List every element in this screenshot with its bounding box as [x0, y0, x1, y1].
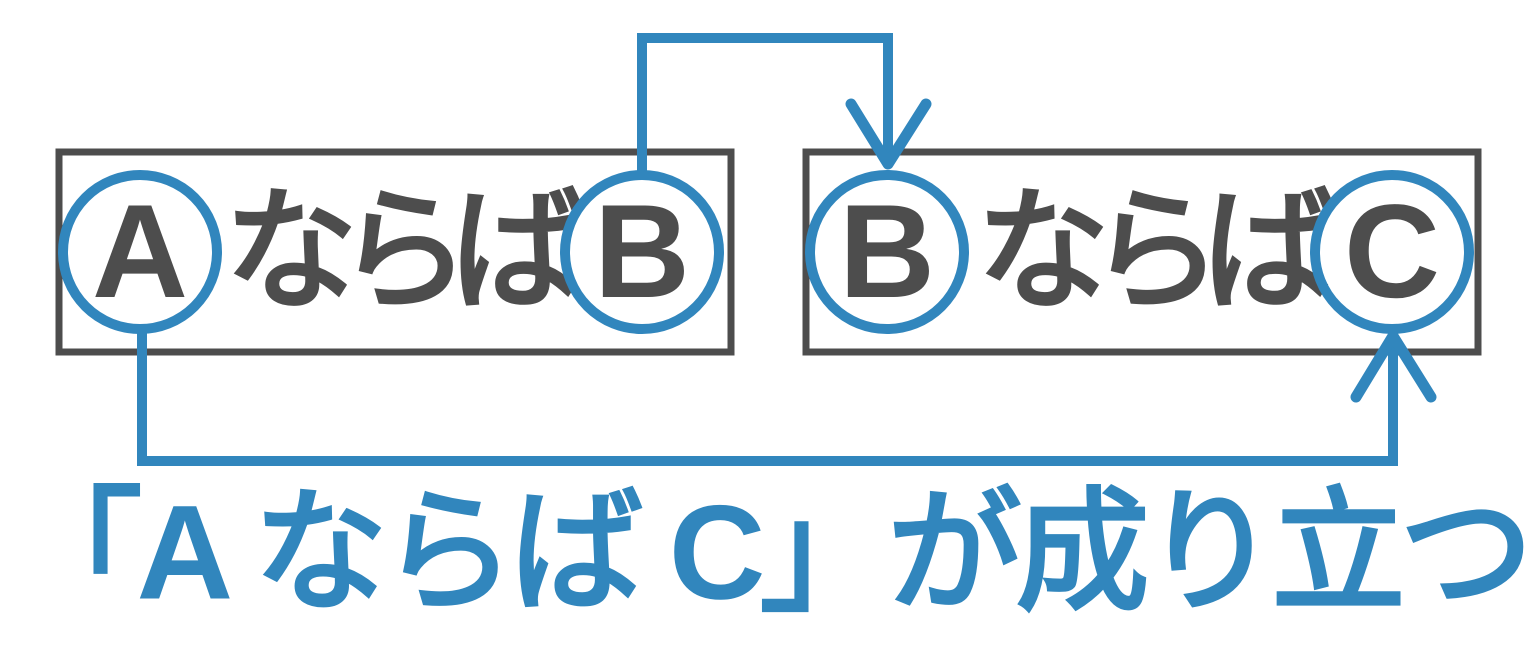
left-term-b: B	[594, 178, 690, 326]
arrow-b-to-b-line	[637, 33, 893, 176]
right-term-b: B	[839, 178, 935, 326]
arrow-a-to-c-head-up-icon	[1350, 330, 1437, 403]
highlight-circle-b-right	[805, 170, 969, 334]
highlight-circle-c	[1310, 170, 1474, 334]
arrow-b-to-b-head-down-icon	[845, 98, 932, 170]
conclusion-label: 「A ならば C」が成り立つ	[8, 479, 1527, 628]
right-connector-naraba: ならば	[977, 178, 1335, 326]
highlight-circle-a	[58, 170, 222, 334]
right-term-c: C	[1344, 178, 1440, 326]
arrow-a-to-c-line	[137, 330, 1398, 466]
left-term-a: A	[92, 178, 188, 326]
left-connector-naraba: ならば	[225, 178, 583, 326]
